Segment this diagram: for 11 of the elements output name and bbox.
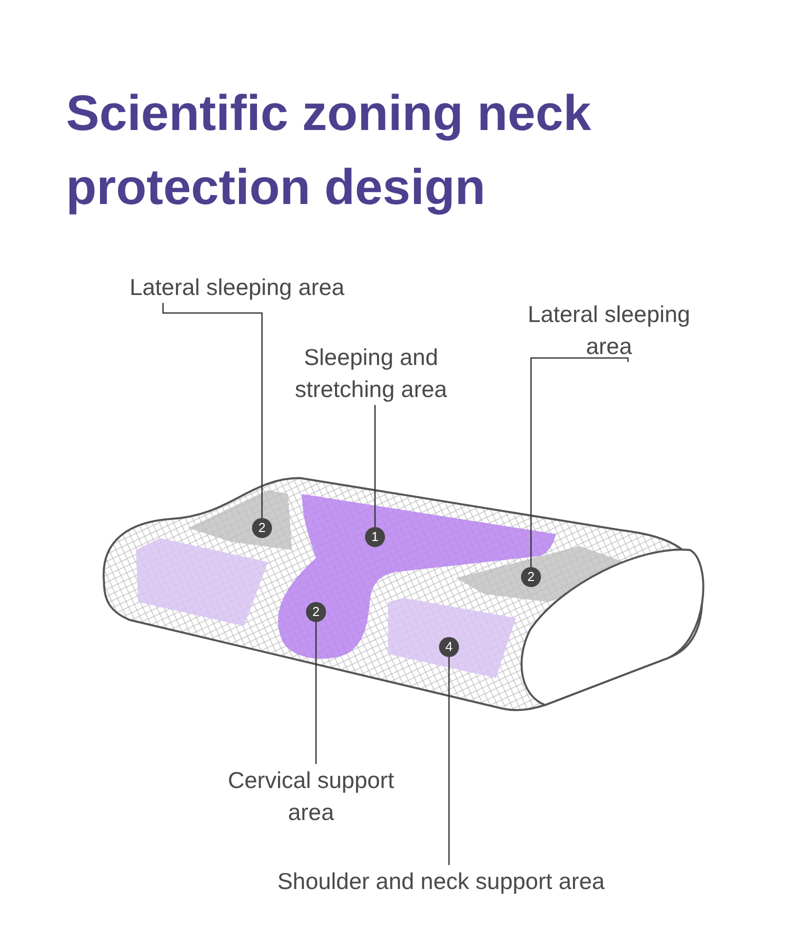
zone-label: Cervical support area — [206, 764, 416, 828]
leader-line — [315, 622, 317, 764]
zone-label: Sleeping and stretching area — [276, 341, 466, 405]
leader-line — [448, 657, 450, 865]
leader-line — [530, 357, 629, 567]
title: Scientific zoning neck protection design — [66, 84, 592, 217]
leader-line — [374, 405, 376, 527]
zone-label: Lateral sleeping area — [518, 298, 700, 362]
zone-label: Shoulder and neck support area — [277, 865, 605, 897]
leader-line — [162, 303, 263, 518]
zone-label: Lateral sleeping area — [130, 271, 344, 303]
